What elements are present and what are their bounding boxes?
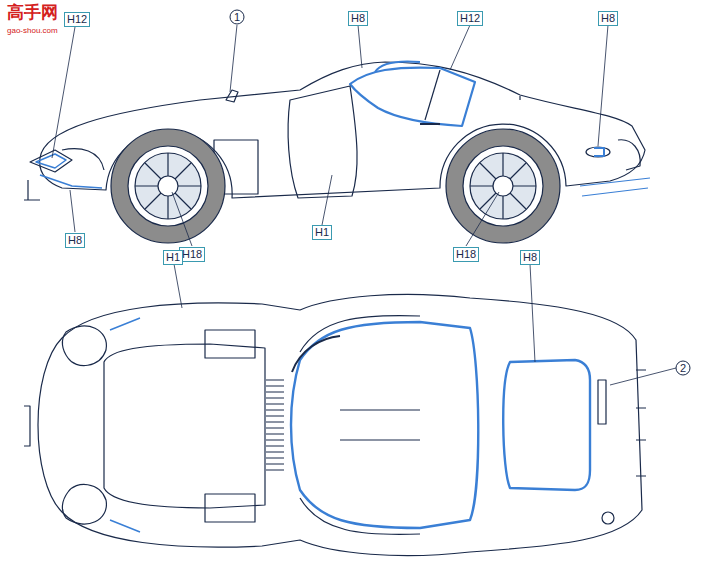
paint-code: H8 bbox=[348, 11, 368, 26]
paint-code: H12 bbox=[64, 12, 90, 27]
paint-code: H1 bbox=[312, 225, 332, 240]
paint-code: H8 bbox=[598, 11, 618, 26]
callout-number: 2 bbox=[680, 362, 686, 375]
paint-code: H18 bbox=[453, 247, 479, 262]
paint-code: H1 bbox=[163, 250, 183, 265]
paint-code: H8 bbox=[520, 250, 540, 265]
watermark-url: gao-shou.com bbox=[7, 26, 58, 35]
paint-code: H8 bbox=[65, 233, 85, 248]
watermark: 高手网 bbox=[7, 4, 58, 22]
callout-number: 1 bbox=[234, 11, 240, 24]
paint-code: H12 bbox=[457, 11, 483, 26]
